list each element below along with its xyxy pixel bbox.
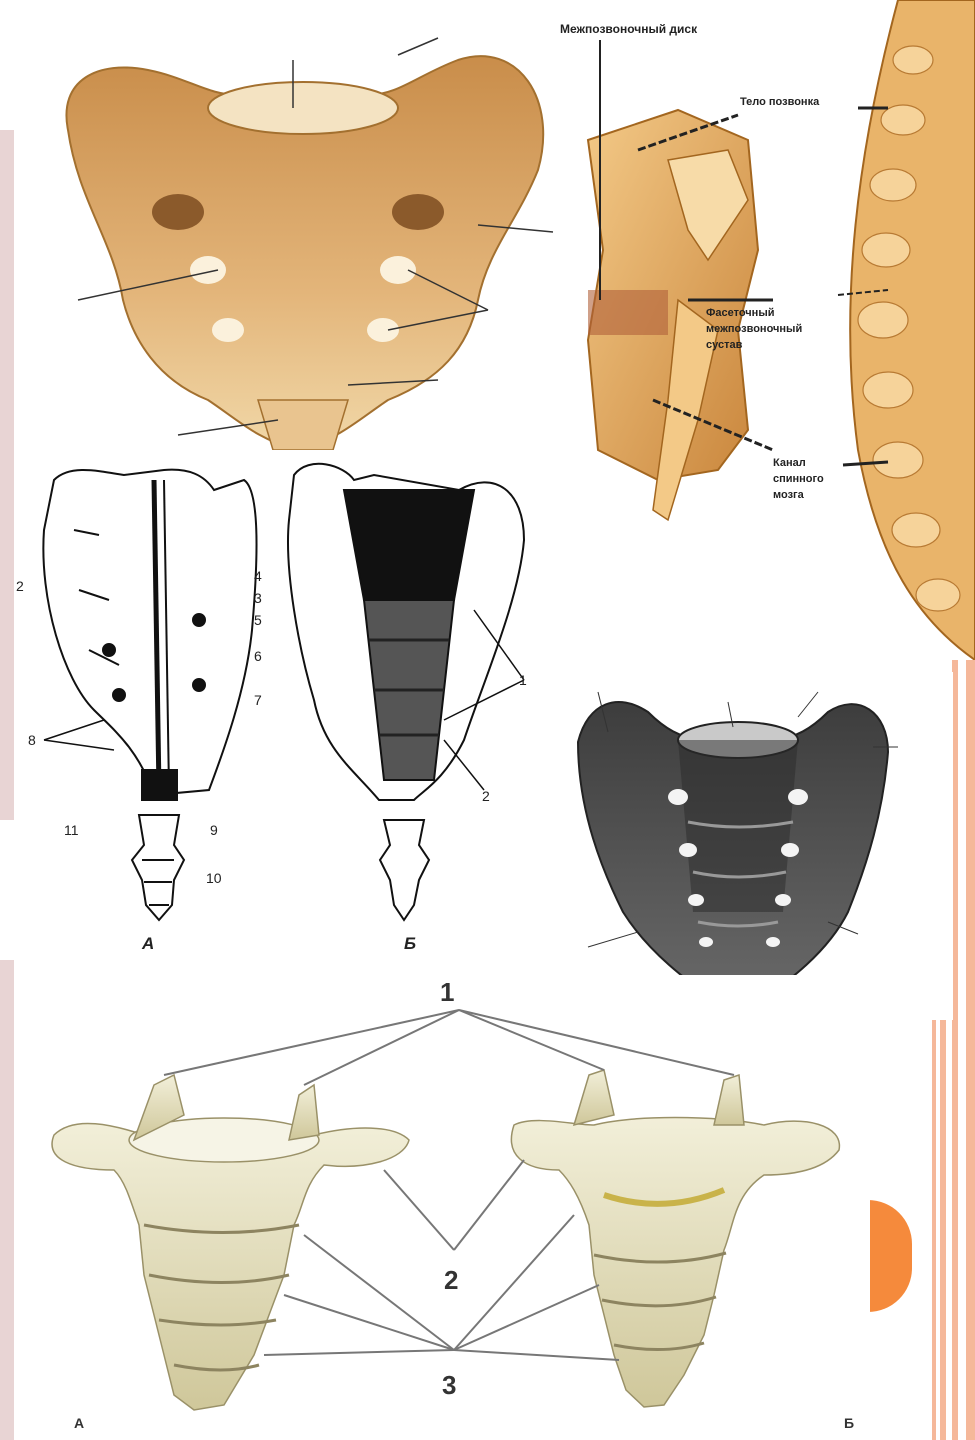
label-num-2: 2	[16, 578, 24, 594]
right-stripe-thin	[932, 1020, 936, 1440]
label-bottom-b: Б	[844, 1415, 854, 1431]
label-num-10: 10	[206, 870, 222, 886]
coccyx-left	[52, 1075, 409, 1410]
label-num-4: 4	[254, 568, 262, 584]
right-stripe-outer	[966, 660, 975, 1440]
label-bottom-3: 3	[442, 1370, 456, 1401]
label-fig-b: Б	[404, 934, 416, 954]
label-bottom-2: 2	[444, 1265, 458, 1296]
sacrum-anterior-illustration	[38, 0, 558, 450]
sacrum-drawing-a	[43, 470, 256, 920]
label-fig-a: А	[142, 934, 154, 954]
orange-half-circle	[868, 1200, 912, 1312]
label-spine-joint: Фасеточный межпозвоночный сустав	[706, 305, 826, 353]
label-num-8: 8	[28, 732, 36, 748]
label-num-3: 3	[254, 590, 262, 606]
label-bottom-1: 1	[440, 977, 454, 1008]
label-spine-disc: Межпозвоночный диск	[560, 22, 697, 36]
label-num-5: 5	[254, 612, 262, 628]
label-num-7: 7	[254, 692, 262, 708]
sacrum-drawings-panel: 2 4 3 5 6 7 8 9 11 10 1 2 А Б	[14, 450, 538, 960]
spine-lateral-illustration: Межпозвоночный диск Тело позвонка Фасето…	[558, 0, 975, 660]
label-bottom-a: А	[74, 1415, 84, 1431]
sacrum-dark-anterior	[528, 672, 953, 1020]
label-num-9: 9	[210, 822, 218, 838]
left-side-bar-bottom	[0, 960, 14, 1440]
label-num-b1: 1	[519, 672, 527, 688]
label-num-11: 11	[64, 822, 79, 838]
label-num-6: 6	[254, 648, 262, 664]
label-spine-canal: Канал спинного мозга	[773, 455, 843, 503]
label-num-b2: 2	[482, 788, 490, 804]
coccyx-illustration: 1 2 3 А Б	[14, 975, 870, 1440]
left-side-bar-top	[0, 130, 14, 820]
sacrum-drawing-b	[288, 464, 524, 920]
right-stripe-mid	[940, 1020, 946, 1440]
label-spine-body: Тело позвонка	[740, 96, 819, 108]
